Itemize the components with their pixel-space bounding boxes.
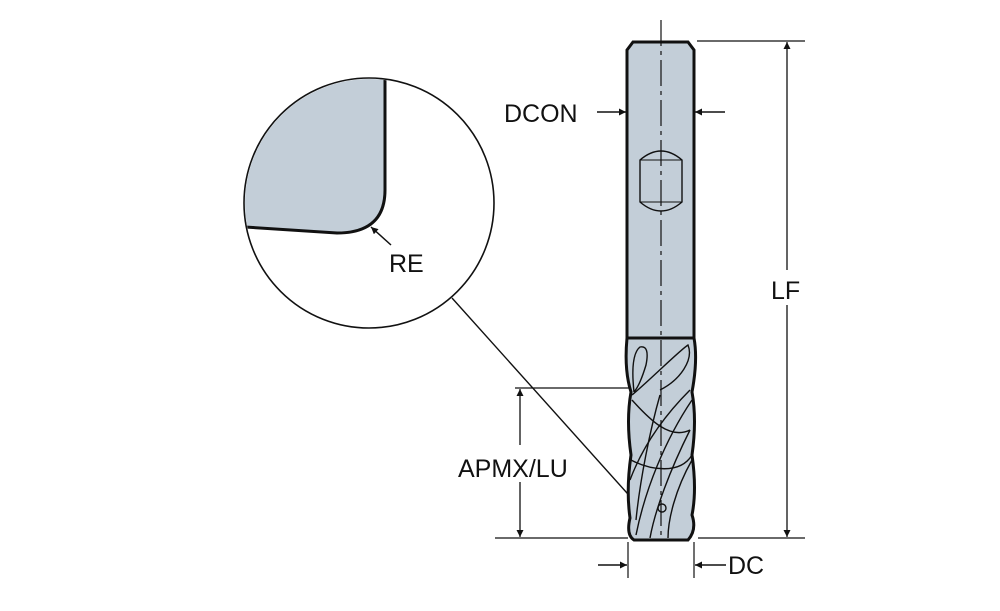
dc-dimension: DC [598, 542, 764, 580]
lf-label: LF [771, 277, 800, 305]
dc-label: DC [728, 552, 764, 580]
dcon-dimension: DCON [504, 100, 725, 128]
dcon-label: DCON [504, 100, 578, 128]
re-label: RE [389, 250, 424, 278]
end-mill-tool [624, 20, 698, 542]
corner-radius-detail: RE [243, 77, 663, 533]
apmx-label: APMX/LU [458, 455, 568, 483]
lf-dimension: LF [697, 40, 805, 539]
apmx-dimension: APMX/LU [458, 387, 630, 539]
flute-helix-lines [629, 343, 693, 539]
re-arrow [370, 226, 392, 246]
